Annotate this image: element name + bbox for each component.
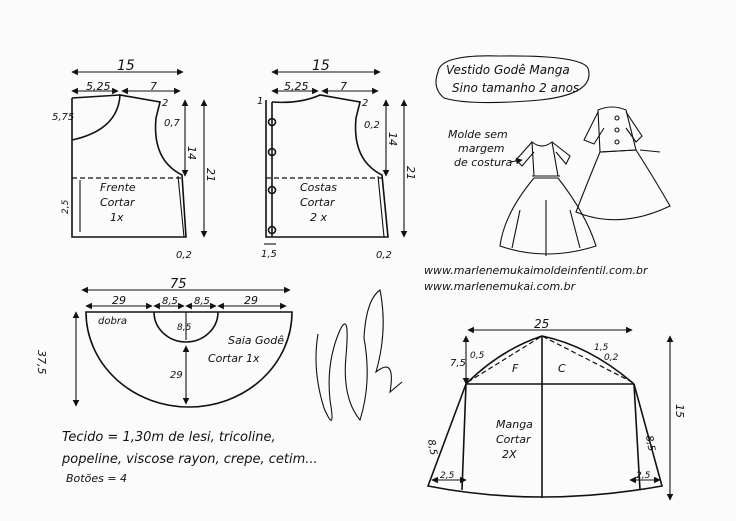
saia-cut-line: Cortar 1x — [208, 352, 260, 365]
manga-total-height: 15 — [673, 404, 686, 418]
manga-outline — [426, 383, 664, 498]
manga-inner-lines — [461, 383, 641, 491]
costas-length: 21 — [404, 166, 417, 180]
molde-note-line3: de costura — [454, 156, 513, 169]
molde-note-line2: margem — [458, 142, 504, 155]
costas-bodice: 15 5,25 7 1 2 0,2 14 21 1,5 0,2 Costas C… — [257, 58, 417, 261]
costas-shoulder: 7 — [340, 80, 347, 93]
saia-side-right: 29 — [244, 294, 258, 307]
costas-armhole-depth: 0,2 — [364, 120, 380, 131]
manga-cap-side: 0,2 — [604, 353, 619, 363]
costas-width: 15 — [312, 58, 330, 74]
saia-length: 29 — [170, 370, 183, 381]
manga-top-width: 25 — [534, 317, 549, 331]
costas-armhole: 14 — [386, 132, 399, 146]
button-mark — [267, 117, 277, 127]
saia-skirt: 75 29 8,5 8,5 29 8,5 29 37,5 dobra Saia … — [35, 277, 293, 408]
saia-radius: 37,5 — [35, 350, 48, 375]
button-mark — [267, 147, 277, 157]
costas-hem-flare: 0,2 — [376, 250, 392, 261]
frente-outline — [71, 94, 187, 238]
title-block: Vestido Godê Manga Sino tamanho 2 anos — [435, 55, 590, 104]
saia-total-width: 75 — [170, 277, 187, 292]
frente-armhole: 14 — [185, 146, 198, 160]
manga-name: Manga — [496, 418, 533, 431]
saia-side-left: 29 — [112, 294, 126, 307]
button-mark — [267, 185, 277, 195]
url-1: www.marlenemukaimoldeinfentil.com.br — [424, 264, 649, 277]
frente-neck-depth: 5,75 — [52, 112, 74, 123]
frente-shoulder-drop: 2 — [162, 98, 168, 109]
manga-cap-height: 7,5 — [450, 358, 466, 369]
costas-cut-line2: 2 x — [310, 211, 327, 224]
frente-cut-line1: Cortar — [100, 196, 136, 209]
manga-side-right: 8,5 — [643, 435, 657, 453]
molde-note-line1: Molde sem — [448, 128, 508, 141]
frente-width: 15 — [117, 58, 135, 74]
saia-name: Saia Godê — [228, 334, 284, 347]
frente-cut-line2: 1x — [110, 211, 124, 224]
button-mark — [267, 225, 277, 235]
buttons-count: Botões = 4 — [66, 472, 128, 485]
saia-waist-radius: 8,5 — [177, 323, 192, 333]
dress-front-sketch — [499, 140, 597, 256]
saia-waist-right: 8,5 — [194, 296, 210, 307]
saia-waist-curve — [153, 311, 219, 343]
manga-hem-right: 2,5 — [636, 471, 651, 481]
costas-neck-depth: 1 — [257, 96, 263, 107]
frente-neck: 5,25 — [86, 80, 111, 93]
frente-shoulder: 7 — [150, 80, 157, 93]
manga-sleeve: 25 7,5 0,5 1,5 0,2 F C 8,5 8,5 2,5 2,5 1… — [425, 317, 686, 501]
saia-outline — [85, 311, 293, 408]
manga-back-label: C — [558, 362, 566, 375]
note-arrow — [509, 157, 523, 165]
manga-front-label: F — [512, 362, 519, 375]
frente-hem-flare: 0,2 — [176, 250, 192, 261]
saia-fold: dobra — [98, 316, 127, 327]
url-2: www.marlenemukai.com.br — [424, 280, 577, 293]
saia-waist-left: 8,5 — [162, 296, 178, 307]
dress-title-line2: Sino tamanho 2 anos — [452, 81, 579, 95]
title-bubble — [435, 55, 590, 104]
frente-length: 21 — [204, 168, 217, 182]
manga-hem-left: 2,5 — [440, 471, 455, 481]
manga-cut-line1: Cortar — [496, 433, 532, 446]
manga-cut-line2: 2X — [502, 448, 517, 461]
costas-shoulder-drop: 2 — [362, 98, 368, 109]
frente-waist-mark: 2,5 — [61, 199, 71, 214]
fabric-line1: Tecido = 1,30m de lesi, tricoline, — [62, 430, 276, 445]
manga-cap-guide — [467, 335, 633, 383]
dress-back-sketch — [575, 106, 671, 221]
fabric-line2: popeline, viscose rayon, crepe, cetim... — [62, 452, 318, 467]
costas-cut-line1: Cortar — [300, 196, 336, 209]
costas-outline — [265, 94, 389, 238]
frente-bodice: 15 5,25 7 5,75 2 0,7 14 21 2,5 0,2 Frent… — [52, 58, 217, 261]
costas-neck: 5,25 — [284, 80, 309, 93]
manga-side-left: 8,5 — [425, 439, 439, 457]
costas-name: Costas — [300, 181, 337, 194]
signature — [315, 289, 403, 422]
manga-cap-back: 1,5 — [594, 343, 609, 353]
dress-title-line1: Vestido Godê Manga — [446, 63, 570, 77]
costas-flare-line — [377, 175, 385, 238]
frente-armhole-depth: 0,7 — [164, 118, 181, 129]
costas-placket: 1,5 — [261, 249, 277, 260]
frente-name: Frente — [100, 181, 136, 194]
manga-cap-front: 0,5 — [470, 351, 485, 361]
frente-flare-line — [177, 175, 185, 238]
frente-neck-top — [71, 94, 121, 99]
